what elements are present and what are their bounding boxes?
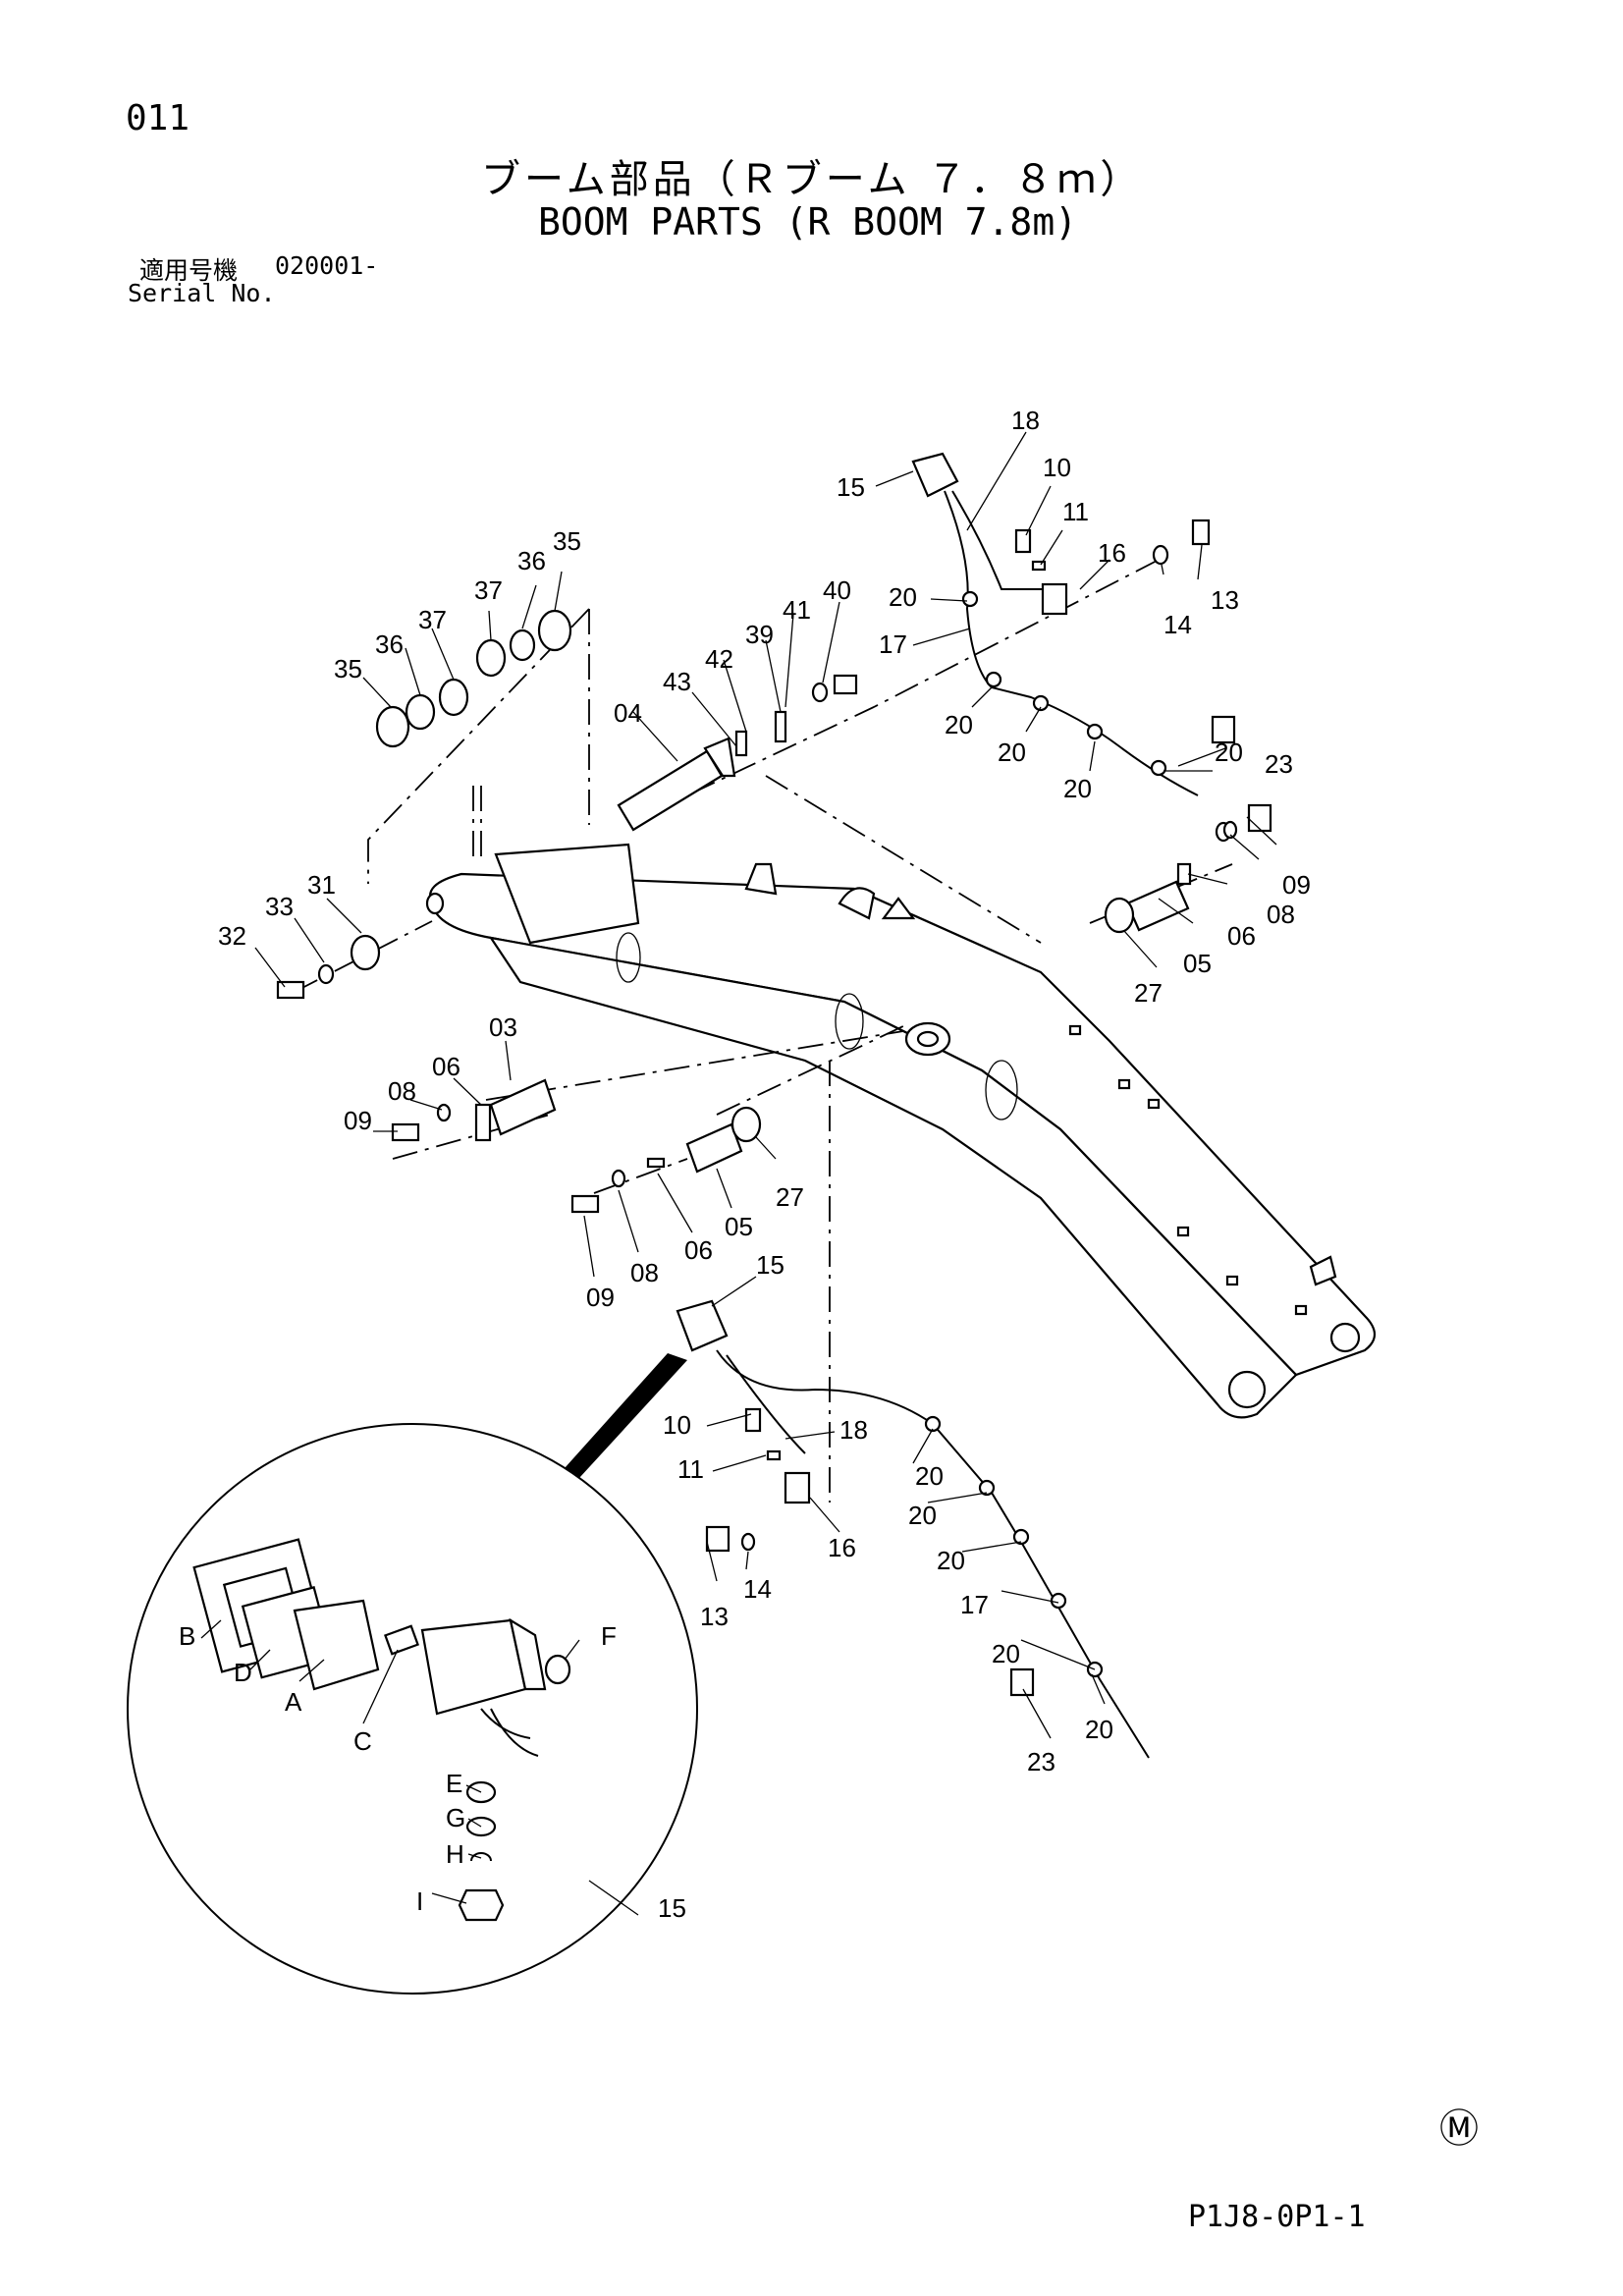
callout: 36	[517, 546, 546, 575]
callout: 20	[1085, 1715, 1113, 1744]
callout: 11	[1062, 497, 1089, 526]
callout: 04	[614, 698, 642, 728]
callout: 20	[1063, 774, 1092, 803]
callout-labels: 18 15 10 11 16 13 14 20 17 20 20 20 20 2…	[179, 406, 1311, 1923]
callout: 17	[960, 1590, 989, 1619]
callout: 42	[705, 644, 733, 674]
callout: D	[234, 1658, 252, 1687]
callout: 06	[684, 1235, 713, 1265]
callout: 20	[915, 1461, 944, 1491]
callout: A	[285, 1687, 302, 1717]
callout: I	[416, 1886, 423, 1916]
callout: 37	[418, 605, 447, 634]
leader-lines	[200, 431, 1277, 1916]
callout: 37	[474, 575, 503, 605]
callout: 20	[1215, 738, 1243, 767]
drawing-code: P1J8-0P1-1	[1188, 2200, 1366, 2234]
callout: 35	[553, 526, 581, 556]
callout: 20	[945, 710, 973, 739]
callout: 27	[776, 1182, 804, 1212]
callout: 15	[658, 1893, 686, 1923]
callout: 32	[218, 921, 246, 951]
serial-label-english: Serial No.	[128, 279, 276, 307]
callout: C	[353, 1726, 372, 1756]
callout: 14	[743, 1574, 772, 1604]
serial-number-value: 020001-	[275, 251, 379, 280]
callout: 18	[839, 1415, 868, 1445]
page-title-english: BOOM PARTS (R BOOM 7.8m)	[538, 200, 1078, 244]
page-number: 011	[126, 98, 190, 138]
callout: B	[179, 1621, 195, 1651]
callout: 16	[1098, 538, 1126, 568]
callout: 09	[344, 1106, 372, 1135]
callout: 13	[700, 1602, 729, 1631]
boom-structure	[425, 843, 1377, 1419]
callout: 09	[586, 1283, 615, 1312]
serial-label-japanese: 適用号機	[139, 256, 239, 285]
page-title-japanese: ブーム部品（Ｒブーム ７．８ｍ）	[481, 157, 1144, 202]
callout: 05	[725, 1212, 753, 1241]
callout: 23	[1265, 749, 1293, 779]
callout: 11	[677, 1454, 704, 1484]
callout: 33	[265, 892, 294, 921]
callout: 20	[937, 1546, 965, 1575]
callout: 41	[783, 595, 811, 625]
assembly-lines	[294, 559, 1233, 1503]
callout: H	[446, 1839, 464, 1869]
callout: 08	[1267, 900, 1295, 929]
callout: E	[446, 1769, 462, 1798]
pins-and-washers	[276, 609, 1238, 1214]
callout: 20	[908, 1501, 937, 1530]
callout: 03	[489, 1012, 517, 1042]
callout: 06	[1227, 921, 1256, 951]
callout: 13	[1211, 585, 1239, 615]
work-light-detail	[127, 1353, 698, 1995]
lower-light-harness	[676, 1299, 1150, 1759]
callout: 17	[879, 629, 907, 659]
upper-light-harness	[911, 452, 1272, 843]
callout: 18	[1011, 406, 1040, 435]
callout: 35	[334, 654, 362, 683]
callout: 20	[992, 1639, 1020, 1668]
callout: 06	[432, 1052, 460, 1081]
callout: 40	[823, 575, 851, 605]
manufacturer-mark: Ⓜ	[1439, 2106, 1479, 2152]
callout: 08	[388, 1076, 416, 1106]
callout: 15	[837, 472, 865, 502]
callout: G	[446, 1803, 465, 1832]
callout: 39	[745, 620, 774, 649]
callout: 23	[1027, 1747, 1055, 1777]
callout: 27	[1134, 978, 1163, 1008]
callout: 05	[1183, 949, 1212, 978]
callout: F	[601, 1621, 617, 1651]
callout: 20	[889, 582, 917, 612]
callout: 10	[663, 1410, 691, 1440]
callout: 43	[663, 667, 691, 696]
callout: 36	[375, 629, 404, 659]
callout: 08	[630, 1258, 659, 1287]
callout: 16	[828, 1533, 856, 1562]
callout: 20	[998, 738, 1026, 767]
callout: 10	[1043, 453, 1071, 482]
callout: 14	[1163, 610, 1192, 639]
callout: 31	[307, 870, 336, 900]
callout: 09	[1282, 870, 1311, 900]
callout: 15	[756, 1250, 784, 1280]
